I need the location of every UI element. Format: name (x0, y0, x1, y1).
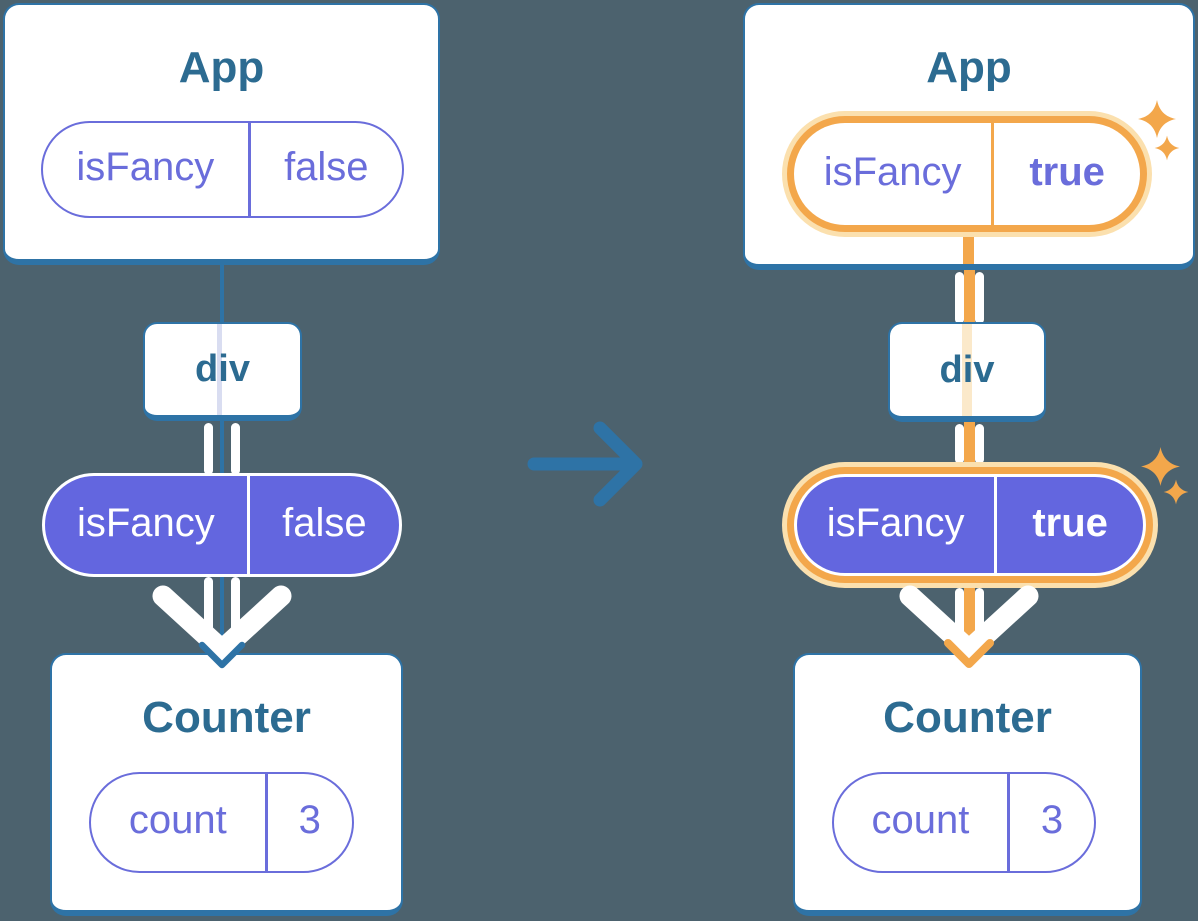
pill-divider (991, 123, 995, 225)
pill-divider (247, 123, 251, 216)
count-state-pill: count 3 (89, 772, 354, 873)
sparkle-icon (1138, 100, 1176, 138)
prop-name: isFancy (76, 500, 215, 545)
prop-value: true (1029, 149, 1105, 194)
count-state-pill: count 3 (832, 772, 1096, 873)
app-prop-pill: isFancy true (794, 123, 1140, 225)
sparkle-icon (1141, 447, 1180, 486)
prop-value: true (1032, 500, 1108, 545)
app-title: App (926, 43, 1012, 92)
prop-value: false (284, 145, 369, 189)
highlight-ring-orange: isFancy true (787, 467, 1153, 583)
passed-prop-pill: isFancy false (42, 473, 402, 577)
passed-prop-pill: isFancy true (797, 477, 1143, 573)
state-name: count (871, 798, 970, 842)
flow-arrowhead-icon (152, 585, 292, 661)
counter-card: Counter count 3 (50, 653, 403, 916)
prop-name: isFancy (76, 145, 215, 189)
prop-pipe-line (231, 577, 240, 637)
prop-value: false (282, 500, 367, 545)
arrow-tip-icon (944, 639, 994, 668)
flow-arrowhead-icon (899, 585, 1039, 661)
prop-pipe-line (204, 423, 213, 475)
sparkle-icon (1154, 135, 1180, 161)
pill-divider (1006, 774, 1010, 871)
prop-pipe-line (955, 588, 964, 640)
div-title: div (195, 348, 250, 390)
counter-card: Counter count 3 (793, 653, 1142, 916)
highlight-ring-gap: isFancy true (794, 474, 1146, 576)
arrow-tip-icon (198, 641, 246, 669)
sparkle-icon (1163, 479, 1189, 505)
prop-pipe-line (975, 588, 984, 640)
prop-pipe-line (975, 272, 984, 324)
state-value: 3 (1040, 798, 1064, 842)
pill-divider (264, 774, 268, 871)
app-prop-pill: isFancy false (41, 121, 404, 218)
div-card: div (143, 322, 302, 421)
highlight-ring: isFancy true (782, 462, 1158, 588)
counter-title: Counter (142, 693, 311, 742)
prop-name: isFancy (826, 500, 965, 545)
app-card: App isFancy false (3, 3, 440, 265)
prop-pipe-line (955, 272, 964, 324)
state-name: count (128, 798, 227, 842)
highlight-ring: isFancy true (782, 111, 1152, 237)
counter-title: Counter (883, 693, 1052, 742)
state-value: 3 (298, 798, 321, 842)
pill-divider (246, 476, 250, 574)
highlight-ring-orange: isFancy true (787, 116, 1147, 232)
state-flow-line-stub (963, 233, 974, 264)
prop-pipe-line (955, 424, 964, 464)
prop-pipe-line (975, 424, 984, 464)
transition-arrow-icon (527, 421, 643, 507)
state-flow-line-faded (962, 324, 972, 416)
pill-divider (994, 477, 998, 573)
state-flow-line-faded (217, 324, 222, 415)
state-flow-line (220, 265, 224, 660)
prop-name: isFancy (823, 149, 962, 194)
prop-pipe-line (231, 423, 240, 475)
app-card: App isFancy true (743, 3, 1195, 270)
prop-pipe-line (204, 577, 213, 637)
div-card: div (888, 322, 1046, 422)
app-title: App (178, 43, 265, 92)
div-title: div (939, 348, 995, 391)
